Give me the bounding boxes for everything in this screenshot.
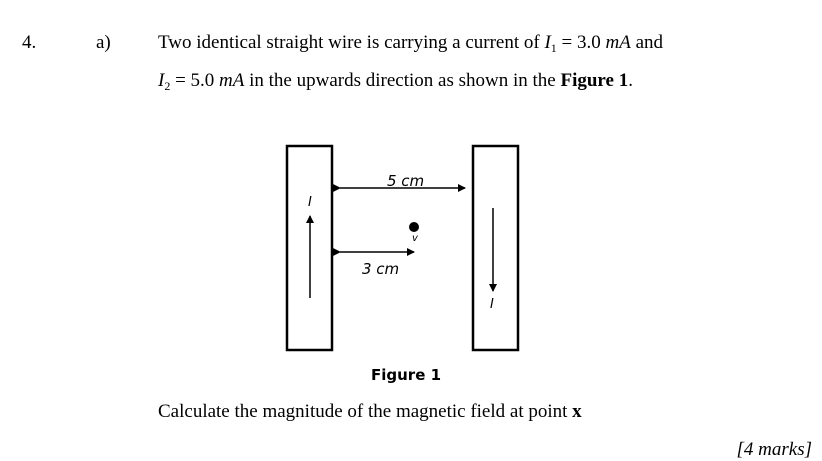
line1-text: Two identical straight wire is carrying … xyxy=(158,32,545,53)
current-2-symbol: I xyxy=(158,70,165,91)
line1-end: and xyxy=(630,32,664,53)
distance-5cm-label: 5 cm xyxy=(387,172,425,190)
distance-3cm-label: 3 cm xyxy=(362,260,400,278)
question-number: 4. xyxy=(22,32,37,53)
line2-period: . xyxy=(628,70,633,91)
point-x-dot xyxy=(409,222,419,232)
left-current-label: I xyxy=(308,195,312,210)
current-1-unit: mA xyxy=(605,32,631,53)
line2-text: in the upwards direction as shown in the xyxy=(244,70,561,91)
marks-label: [4 marks] xyxy=(736,439,812,460)
current-2-value: = 5.0 xyxy=(170,70,220,91)
current-2-subscript: 2 xyxy=(164,79,171,93)
current-2-unit: mA xyxy=(219,70,245,91)
current-1-subscript: 1 xyxy=(550,41,557,55)
figure-reference: Figure 1 xyxy=(560,70,629,91)
question-part: a) xyxy=(96,32,111,53)
question-line-2: I2 = 5.0 mA in the upwards direction as … xyxy=(158,71,633,92)
right-current-label: I xyxy=(490,297,494,312)
right-wire xyxy=(471,144,520,352)
current-1-value: = 3.0 xyxy=(556,32,606,53)
figure-caption: Figure 1 xyxy=(371,366,442,384)
left-wire xyxy=(285,144,334,352)
instruction-text: Calculate the magnitude of the magnetic … xyxy=(158,401,573,422)
instruction: Calculate the magnitude of the magnetic … xyxy=(158,402,582,421)
current-1-symbol: I xyxy=(544,32,551,53)
instruction-point: x xyxy=(572,401,582,422)
question-line-1: Two identical straight wire is carrying … xyxy=(158,33,663,54)
point-label: v xyxy=(412,233,418,244)
